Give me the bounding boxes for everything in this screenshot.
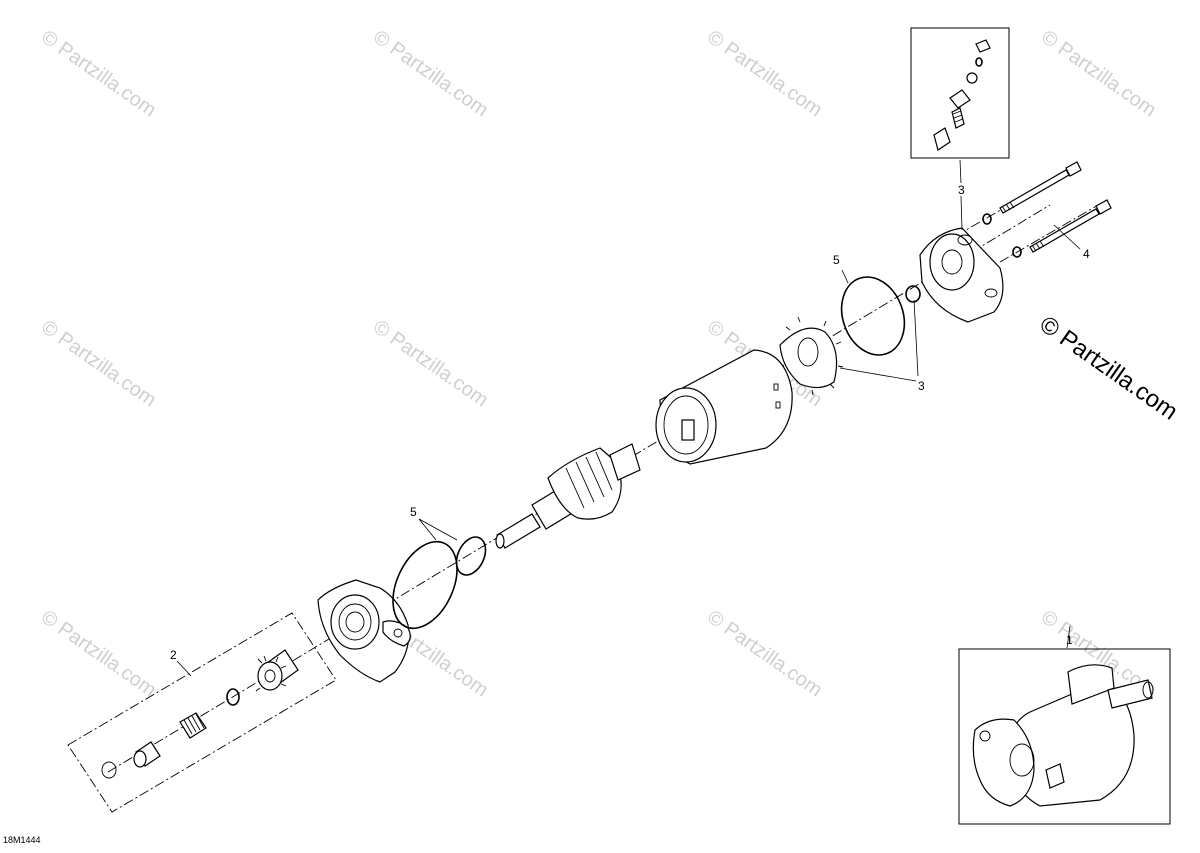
complete-starter-part xyxy=(972,664,1154,807)
callout-2: 2 xyxy=(170,648,177,662)
watermark: © Partzilla.com xyxy=(703,606,826,701)
drive-kit-box xyxy=(67,612,337,813)
diagram-reference: 18M1444 xyxy=(3,835,41,845)
through-bolt-lower-part xyxy=(1029,199,1112,253)
bolt-axis-lower xyxy=(999,203,1101,263)
armature-part xyxy=(495,443,641,549)
drive-end-housing-part xyxy=(317,579,411,683)
o-ring-large-front-part xyxy=(392,540,458,630)
yoke-housing-part xyxy=(655,349,793,465)
brand-watermark: © Partzilla.com xyxy=(1035,311,1183,426)
washer-lower-part xyxy=(1012,246,1022,258)
terminal-kit-parts xyxy=(933,39,991,151)
watermark: © Partzilla.com xyxy=(37,316,160,411)
pinion-gear-part xyxy=(255,649,299,692)
o-ring-small-front-part xyxy=(455,536,487,576)
callout-1: 1 xyxy=(1066,633,1073,647)
callout-3-mid: 3 xyxy=(918,379,925,393)
drive-spring-part xyxy=(179,712,207,739)
washer-upper-part xyxy=(982,213,992,225)
through-bolt-upper-part xyxy=(999,161,1082,214)
watermark: © Partzilla.com xyxy=(369,26,492,121)
leader-lines xyxy=(176,159,1081,677)
drive-ring-part xyxy=(226,688,240,706)
callout-3-top: 3 xyxy=(958,183,965,197)
watermark: © Partzilla.com xyxy=(37,606,160,701)
watermark: © Partzilla.com xyxy=(1037,26,1160,121)
brush-plate-part xyxy=(779,316,844,396)
callout-5-right: 5 xyxy=(833,253,840,267)
end-cover-part xyxy=(919,227,1004,323)
terminal-kit-box xyxy=(910,27,1010,159)
watermark: © Partzilla.com xyxy=(37,26,160,121)
watermark: © Partzilla.com xyxy=(703,26,826,121)
complete-starter-box xyxy=(958,648,1171,825)
retaining-ring-part xyxy=(101,761,117,779)
watermark-layer: © Partzilla.com © Partzilla.com © Partzi… xyxy=(37,26,1160,701)
o-ring-small-rear-part xyxy=(905,285,921,303)
drive-sleeve-part xyxy=(133,741,161,768)
callout-5-left: 5 xyxy=(410,505,417,519)
watermark: © Partzilla.com xyxy=(369,316,492,411)
callout-4: 4 xyxy=(1083,247,1090,261)
o-ring-large-rear-part xyxy=(840,276,906,356)
